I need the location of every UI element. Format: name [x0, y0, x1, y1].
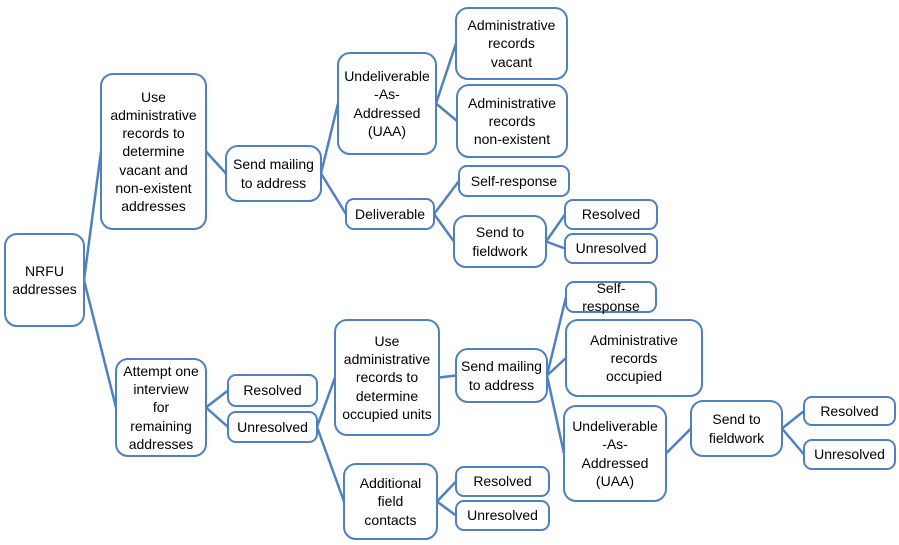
connector-deliverable-to-self-response-top [432, 179, 461, 216]
node-self-response-top: Self-response [458, 165, 570, 197]
node-send-mailing-bot: Send mailing to address [455, 348, 548, 403]
connector-send-mailing-top-to-deliverable [319, 172, 348, 216]
node-send-fieldwork-bot: Send to fieldwork [690, 400, 783, 457]
connector-send-fieldwork-bot-to-resolved-br [780, 409, 806, 430]
connector-admin-vacant-to-send-mailing-top [204, 150, 228, 175]
node-send-fieldwork-top: Send to fieldwork [453, 215, 547, 268]
node-ar-occupied: Administrative records occupied [565, 319, 703, 397]
node-ar-nonexistent: Administrative records non-existent [456, 84, 568, 158]
connector-nrfu-to-attempt-one [82, 278, 118, 409]
connector-nrfu-to-admin-vacant [82, 150, 103, 282]
node-admin-occupied: Use administrative records to determine … [334, 319, 440, 436]
connector-send-mailing-bot-to-uaa-bot [545, 374, 566, 455]
connector-deliverable-to-send-fieldwork-top [432, 212, 456, 243]
connector-unresolved-mid-to-additional-field [315, 425, 346, 503]
node-additional-field: Additional field contacts [343, 463, 438, 540]
connector-additional-field-to-unresolved-bm [435, 500, 458, 517]
node-send-mailing-top: Send mailing to address [225, 145, 322, 202]
node-resolved-mid: Resolved [227, 374, 318, 407]
connector-send-mailing-bot-to-self-response-bot [545, 295, 568, 377]
connector-send-fieldwork-top-to-resolved-top [544, 213, 567, 243]
node-attempt-one: Attempt one interview for remaining addr… [115, 358, 207, 457]
connector-additional-field-to-resolved-bm [435, 480, 458, 503]
node-resolved-br: Resolved [803, 396, 896, 426]
node-resolved-bm: Resolved [455, 466, 550, 497]
node-uaa-bot: Undeliverable -As- Addressed (UAA) [563, 405, 667, 502]
connector-uaa-bot-to-send-fieldwork-bot [664, 427, 693, 455]
connector-uaa-top-to-ar-nonexistent [434, 102, 459, 123]
node-unresolved-br: Unresolved [803, 439, 896, 470]
connector-send-mailing-top-to-uaa-top [319, 102, 340, 175]
connector-attempt-one-to-unresolved-mid [204, 406, 230, 429]
node-nrfu: NRFU addresses [4, 233, 85, 327]
connector-uaa-top-to-ar-vacant [434, 42, 458, 105]
node-ar-vacant: Administrative records vacant [455, 7, 568, 80]
node-unresolved-bm: Unresolved [455, 500, 550, 531]
connector-unresolved-mid-to-admin-occupied [315, 376, 337, 429]
node-self-response-bot: Self-response [565, 280, 657, 314]
connector-admin-occupied-to-send-mailing-bot [437, 374, 458, 379]
connector-send-fieldwork-top-to-unresolved-top [544, 240, 567, 250]
node-unresolved-mid: Unresolved [227, 411, 318, 443]
node-uaa-top: Undeliverable -As- Addressed (UAA) [337, 52, 437, 155]
node-deliverable: Deliverable [345, 198, 435, 230]
connector-send-mailing-bot-to-ar-occupied [545, 356, 568, 377]
node-unresolved-top: Unresolved [564, 233, 658, 264]
connector-send-fieldwork-bot-to-unresolved-br [780, 427, 806, 456]
node-admin-vacant: Use administrative records to determine … [100, 73, 207, 230]
connector-attempt-one-to-resolved-mid [204, 389, 230, 409]
node-resolved-top: Resolved [564, 199, 658, 230]
